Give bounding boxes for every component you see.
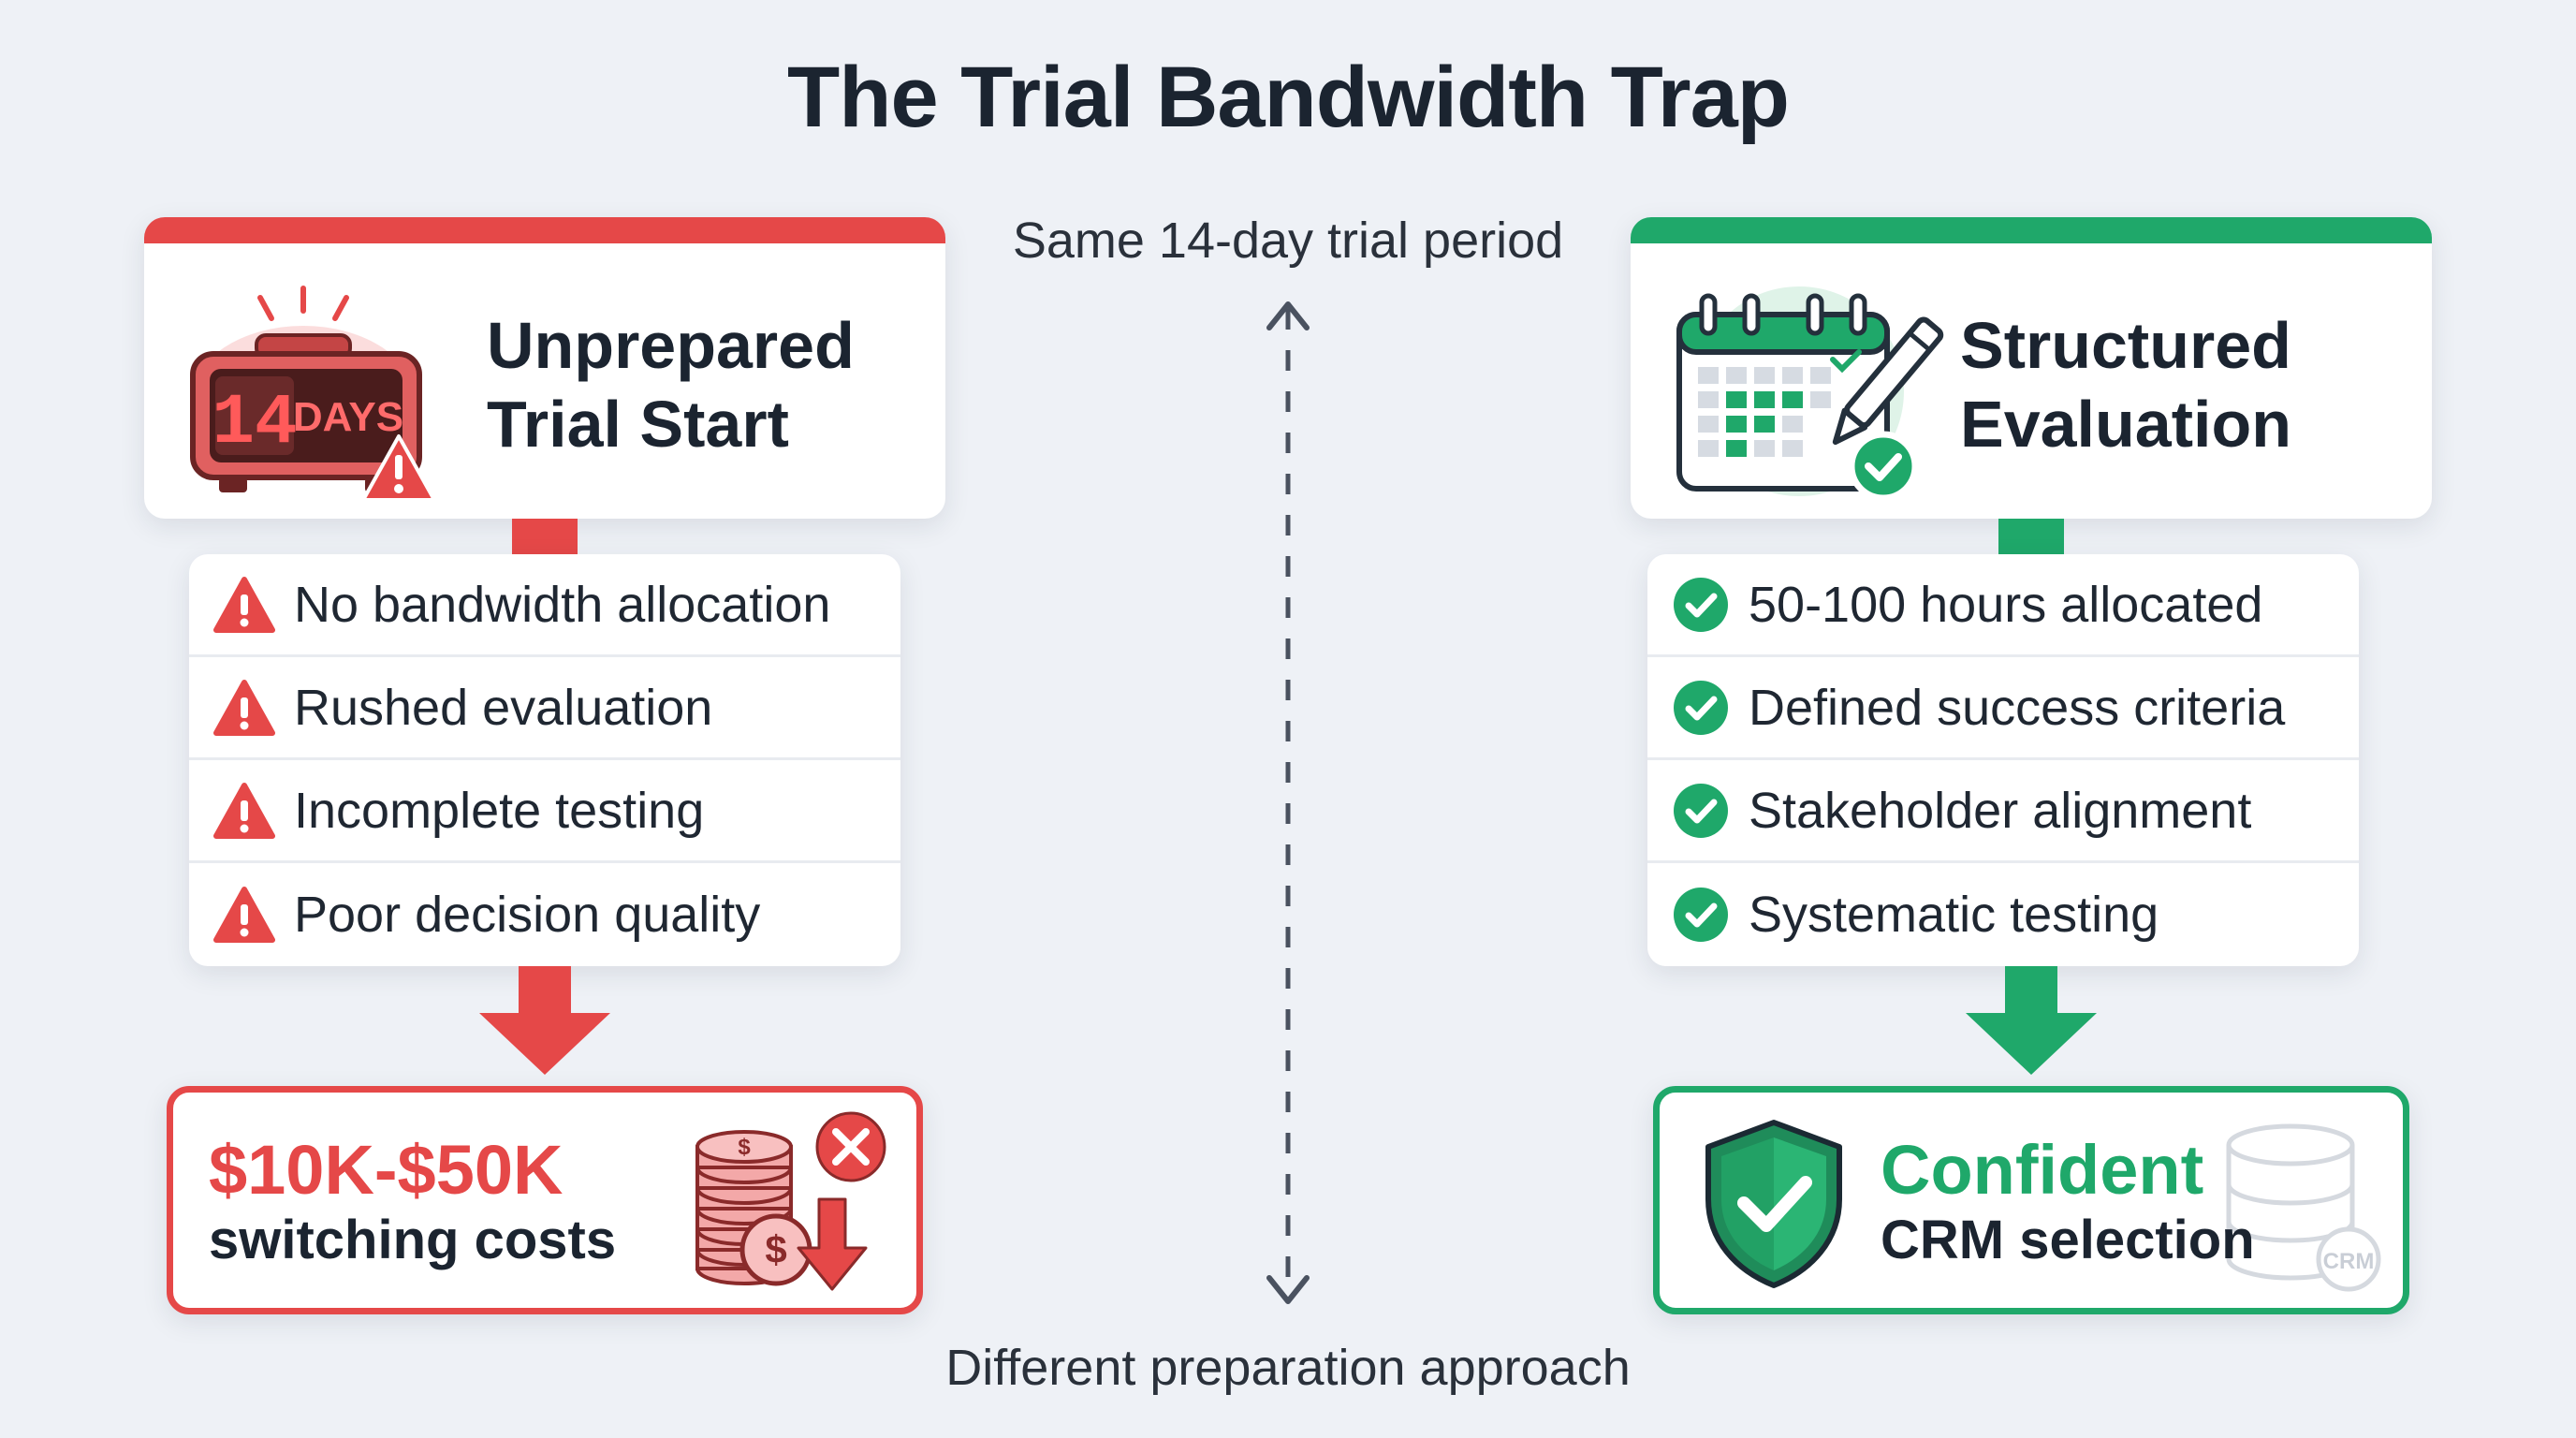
svg-text:$: $ xyxy=(765,1227,786,1271)
list-item: Defined success criteria xyxy=(1647,657,2359,760)
warning-triangle-icon xyxy=(213,887,275,943)
alarm-clock-warning-icon: 14 DAYS xyxy=(190,286,436,502)
list-item-label: Rushed evaluation xyxy=(294,679,713,736)
list-item: Systematic testing xyxy=(1647,863,2359,966)
list-item: No bandwidth allocation xyxy=(189,554,900,657)
page-title: The Trial Bandwidth Trap xyxy=(787,50,1790,145)
double-arrow-divider xyxy=(1266,301,1310,1304)
list-item-label: Systematic testing xyxy=(1749,887,2159,943)
right-actions-list: 50-100 hours allocated Defined success c… xyxy=(1647,554,2359,966)
right-header-accent xyxy=(1631,217,2432,243)
right-result-card: CRM Confident CRM selection xyxy=(1653,1086,2409,1314)
list-item-label: Defined success criteria xyxy=(1749,679,2286,736)
right-result-caption: CRM selection xyxy=(1881,1210,2255,1270)
list-item-label: Poor decision quality xyxy=(294,887,761,943)
right-header-card: Structured Evaluation xyxy=(1631,217,2432,519)
check-circle-icon xyxy=(1674,577,1728,632)
left-heading: Unprepared Trial Start xyxy=(487,306,855,463)
list-item: Incomplete testing xyxy=(189,760,900,863)
list-item-label: 50-100 hours allocated xyxy=(1749,576,2263,633)
list-item-label: No bandwidth allocation xyxy=(294,576,831,633)
right-result-title: Confident xyxy=(1881,1131,2204,1209)
warning-triangle-icon xyxy=(213,576,275,633)
left-result-caption: switching costs xyxy=(209,1210,617,1270)
warning-triangle-icon xyxy=(213,782,275,839)
list-item: Stakeholder alignment xyxy=(1647,760,2359,863)
svg-text:$: $ xyxy=(738,1135,751,1160)
right-heading: Structured Evaluation xyxy=(1960,306,2291,463)
warning-triangle-icon xyxy=(213,679,275,736)
left-header-card: 14 DAYS Unprepared Trial Start xyxy=(144,217,945,519)
left-connector xyxy=(512,519,578,554)
left-heading-line1: Unprepared xyxy=(487,309,855,382)
right-connector xyxy=(1998,519,2064,554)
right-down-arrow xyxy=(1966,966,2097,1075)
check-circle-icon xyxy=(1674,888,1728,942)
list-item: Poor decision quality xyxy=(189,863,900,966)
left-result-card: $10K-$50K switching costs $ $ xyxy=(167,1086,923,1314)
check-circle-icon xyxy=(1674,680,1728,735)
svg-text:14: 14 xyxy=(212,383,297,463)
check-circle-icon xyxy=(1674,783,1728,838)
middle-top-label: Same 14-day trial period xyxy=(1012,213,1564,269)
right-heading-line2: Evaluation xyxy=(1960,388,2291,461)
left-header-accent xyxy=(144,217,945,243)
svg-text:DAYS: DAYS xyxy=(293,394,403,440)
list-item: 50-100 hours allocated xyxy=(1647,554,2359,657)
list-item-label: Stakeholder alignment xyxy=(1749,782,2252,839)
left-down-arrow xyxy=(479,966,610,1075)
left-result-amount: $10K-$50K xyxy=(209,1131,564,1209)
list-item-label: Incomplete testing xyxy=(294,782,705,839)
crm-database-icon: CRM xyxy=(2226,1123,2381,1292)
coins-loss-icon: $ $ xyxy=(695,1111,886,1291)
list-item: Rushed evaluation xyxy=(189,657,900,760)
shield-check-icon xyxy=(1705,1120,1842,1288)
calendar-plan-icon xyxy=(1676,286,1944,502)
middle-bottom-label: Different preparation approach xyxy=(945,1340,1631,1396)
left-heading-line2: Trial Start xyxy=(487,388,789,461)
left-issues-list: No bandwidth allocation Rushed evaluatio… xyxy=(189,554,900,966)
right-heading-line1: Structured xyxy=(1960,309,2291,382)
svg-text:CRM: CRM xyxy=(2323,1249,2375,1274)
